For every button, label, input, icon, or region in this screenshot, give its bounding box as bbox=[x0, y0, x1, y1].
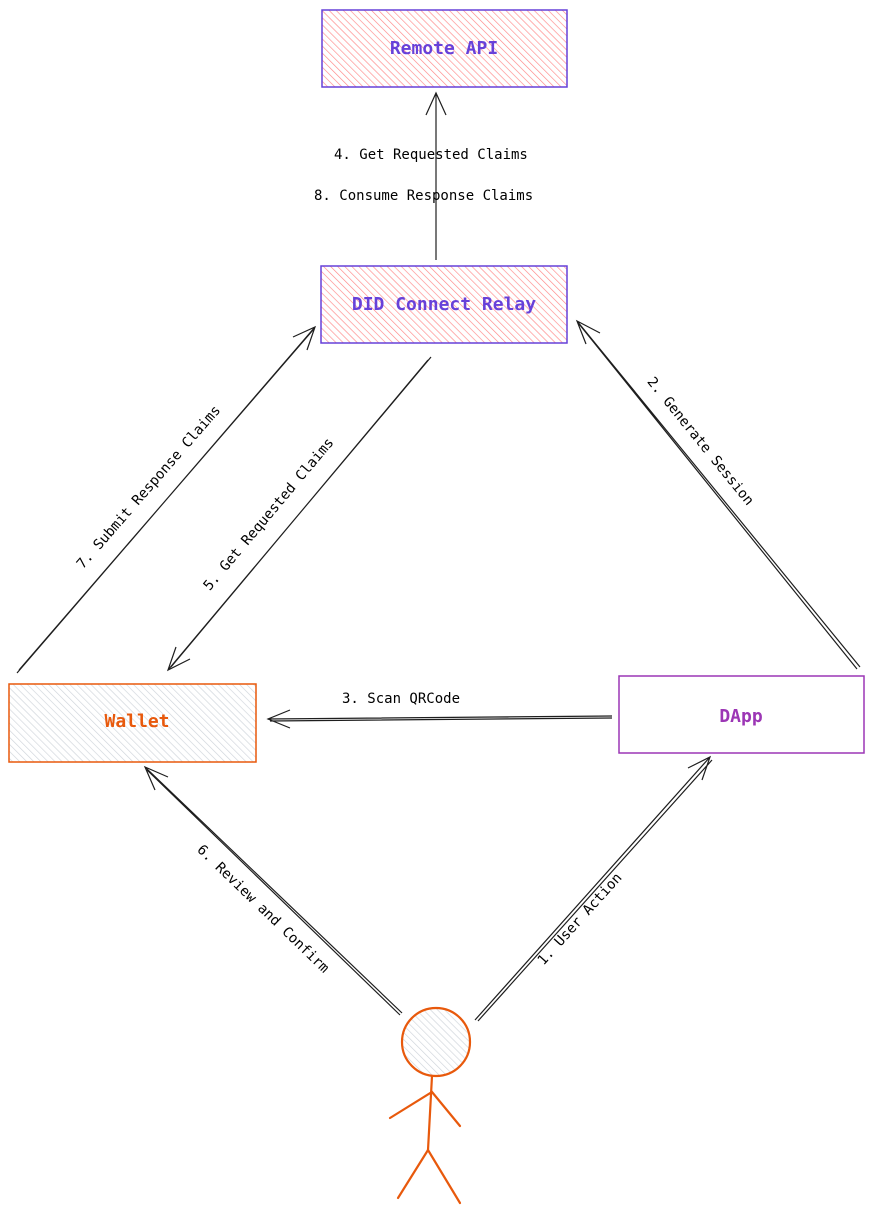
edge-label-7: 7. Submit Response Claims bbox=[74, 403, 224, 573]
node-wallet: Wallet bbox=[8, 683, 257, 763]
node-remote-api: Remote API bbox=[321, 9, 568, 88]
edge-label-4: 4. Get Requested Claims bbox=[334, 147, 528, 163]
node-label-wallet: Wallet bbox=[104, 711, 169, 732]
arrow-user-to-wallet bbox=[143, 765, 403, 1016]
node-label-remote-api: Remote API bbox=[390, 38, 498, 59]
arrow-relay-to-wallet bbox=[166, 356, 432, 672]
arrow-dapp-to-wallet bbox=[266, 709, 613, 729]
edge-label-1: 1. User Action bbox=[535, 870, 626, 968]
stick-figure-user-icon bbox=[388, 1006, 472, 1205]
node-dapp: DApp bbox=[618, 675, 865, 754]
node-label-relay: DID Connect Relay bbox=[352, 294, 536, 315]
arrow-wallet-to-relay bbox=[16, 325, 317, 674]
edge-label-6: 6. Review and Confirm bbox=[194, 842, 332, 976]
arrow-dapp-to-relay bbox=[575, 319, 861, 670]
edge-label-5: 5. Get Requested Claims bbox=[200, 435, 337, 594]
arrow-relay-to-remote-api bbox=[425, 91, 447, 260]
edge-label-8: 8. Consume Response Claims bbox=[314, 188, 533, 204]
node-did-connect-relay: DID Connect Relay bbox=[320, 265, 568, 344]
arrow-user-to-dapp bbox=[474, 755, 713, 1022]
edge-label-2: 2. Generate Session bbox=[643, 374, 756, 509]
node-label-dapp: DApp bbox=[719, 706, 763, 727]
edge-label-3: 3. Scan QRCode bbox=[342, 691, 460, 707]
